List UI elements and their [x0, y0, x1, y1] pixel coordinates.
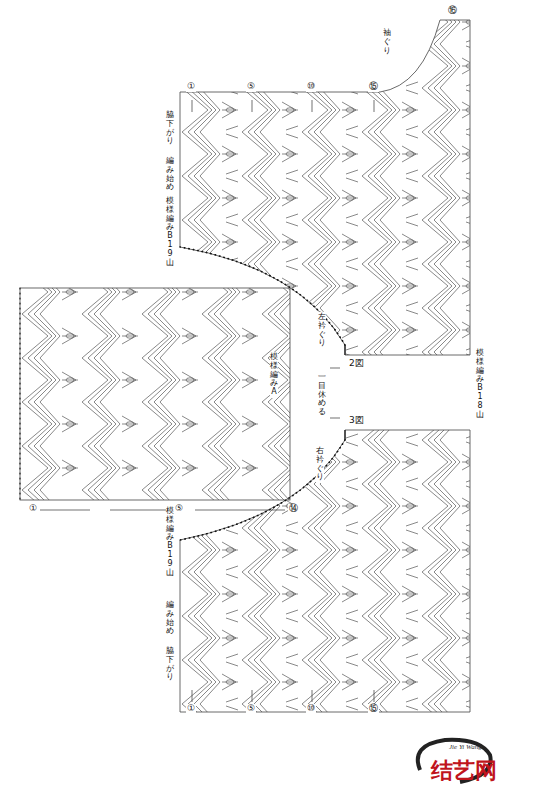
- neckline-edging: [180, 440, 345, 540]
- row-number: ⑤: [174, 504, 184, 514]
- pattern-name: 模様編みA: [270, 352, 278, 398]
- row-number: ⑮: [368, 704, 379, 714]
- figure-number: 3図: [348, 416, 365, 426]
- edge-note: 右衿ぐり: [316, 446, 324, 483]
- row-number: ①: [186, 82, 196, 92]
- pattern-a-panel: [20, 288, 290, 500]
- row-number: ⑤: [246, 704, 256, 714]
- row-number: ①: [28, 504, 38, 514]
- front-piece-right: [180, 430, 470, 712]
- pattern-name: 模様編みB 18山: [476, 348, 484, 420]
- watermark-text: Jie Yi Wang: [448, 744, 483, 752]
- edge-note: 編み始め: [166, 600, 174, 637]
- pattern-name: 模様編みB 19山: [166, 196, 174, 268]
- edge-note: 脇下がり: [166, 110, 174, 147]
- edge-note: 脇下がり: [166, 646, 174, 683]
- row-number: ⑯: [447, 6, 458, 16]
- watermark-logo: 结艺网: [430, 758, 498, 782]
- row-number: ⑩: [306, 82, 316, 92]
- row-arrows: [40, 100, 374, 702]
- edge-note: 左衿ぐり: [318, 312, 326, 349]
- row-number: ⑮: [368, 82, 379, 92]
- row-number: ⑩: [306, 704, 316, 714]
- row-number: ⑤: [246, 82, 256, 92]
- row-number: ①: [186, 704, 196, 714]
- front-piece-left: [180, 20, 470, 355]
- edge-note: 袖ぐり: [383, 28, 391, 56]
- edge-note: 一目休める: [318, 372, 326, 418]
- edge-note: 編み始め: [166, 156, 174, 193]
- pattern-name: 模様編みB 19山: [166, 506, 174, 578]
- figure-number: 2図: [348, 359, 365, 369]
- row-number: ⑭: [288, 504, 299, 514]
